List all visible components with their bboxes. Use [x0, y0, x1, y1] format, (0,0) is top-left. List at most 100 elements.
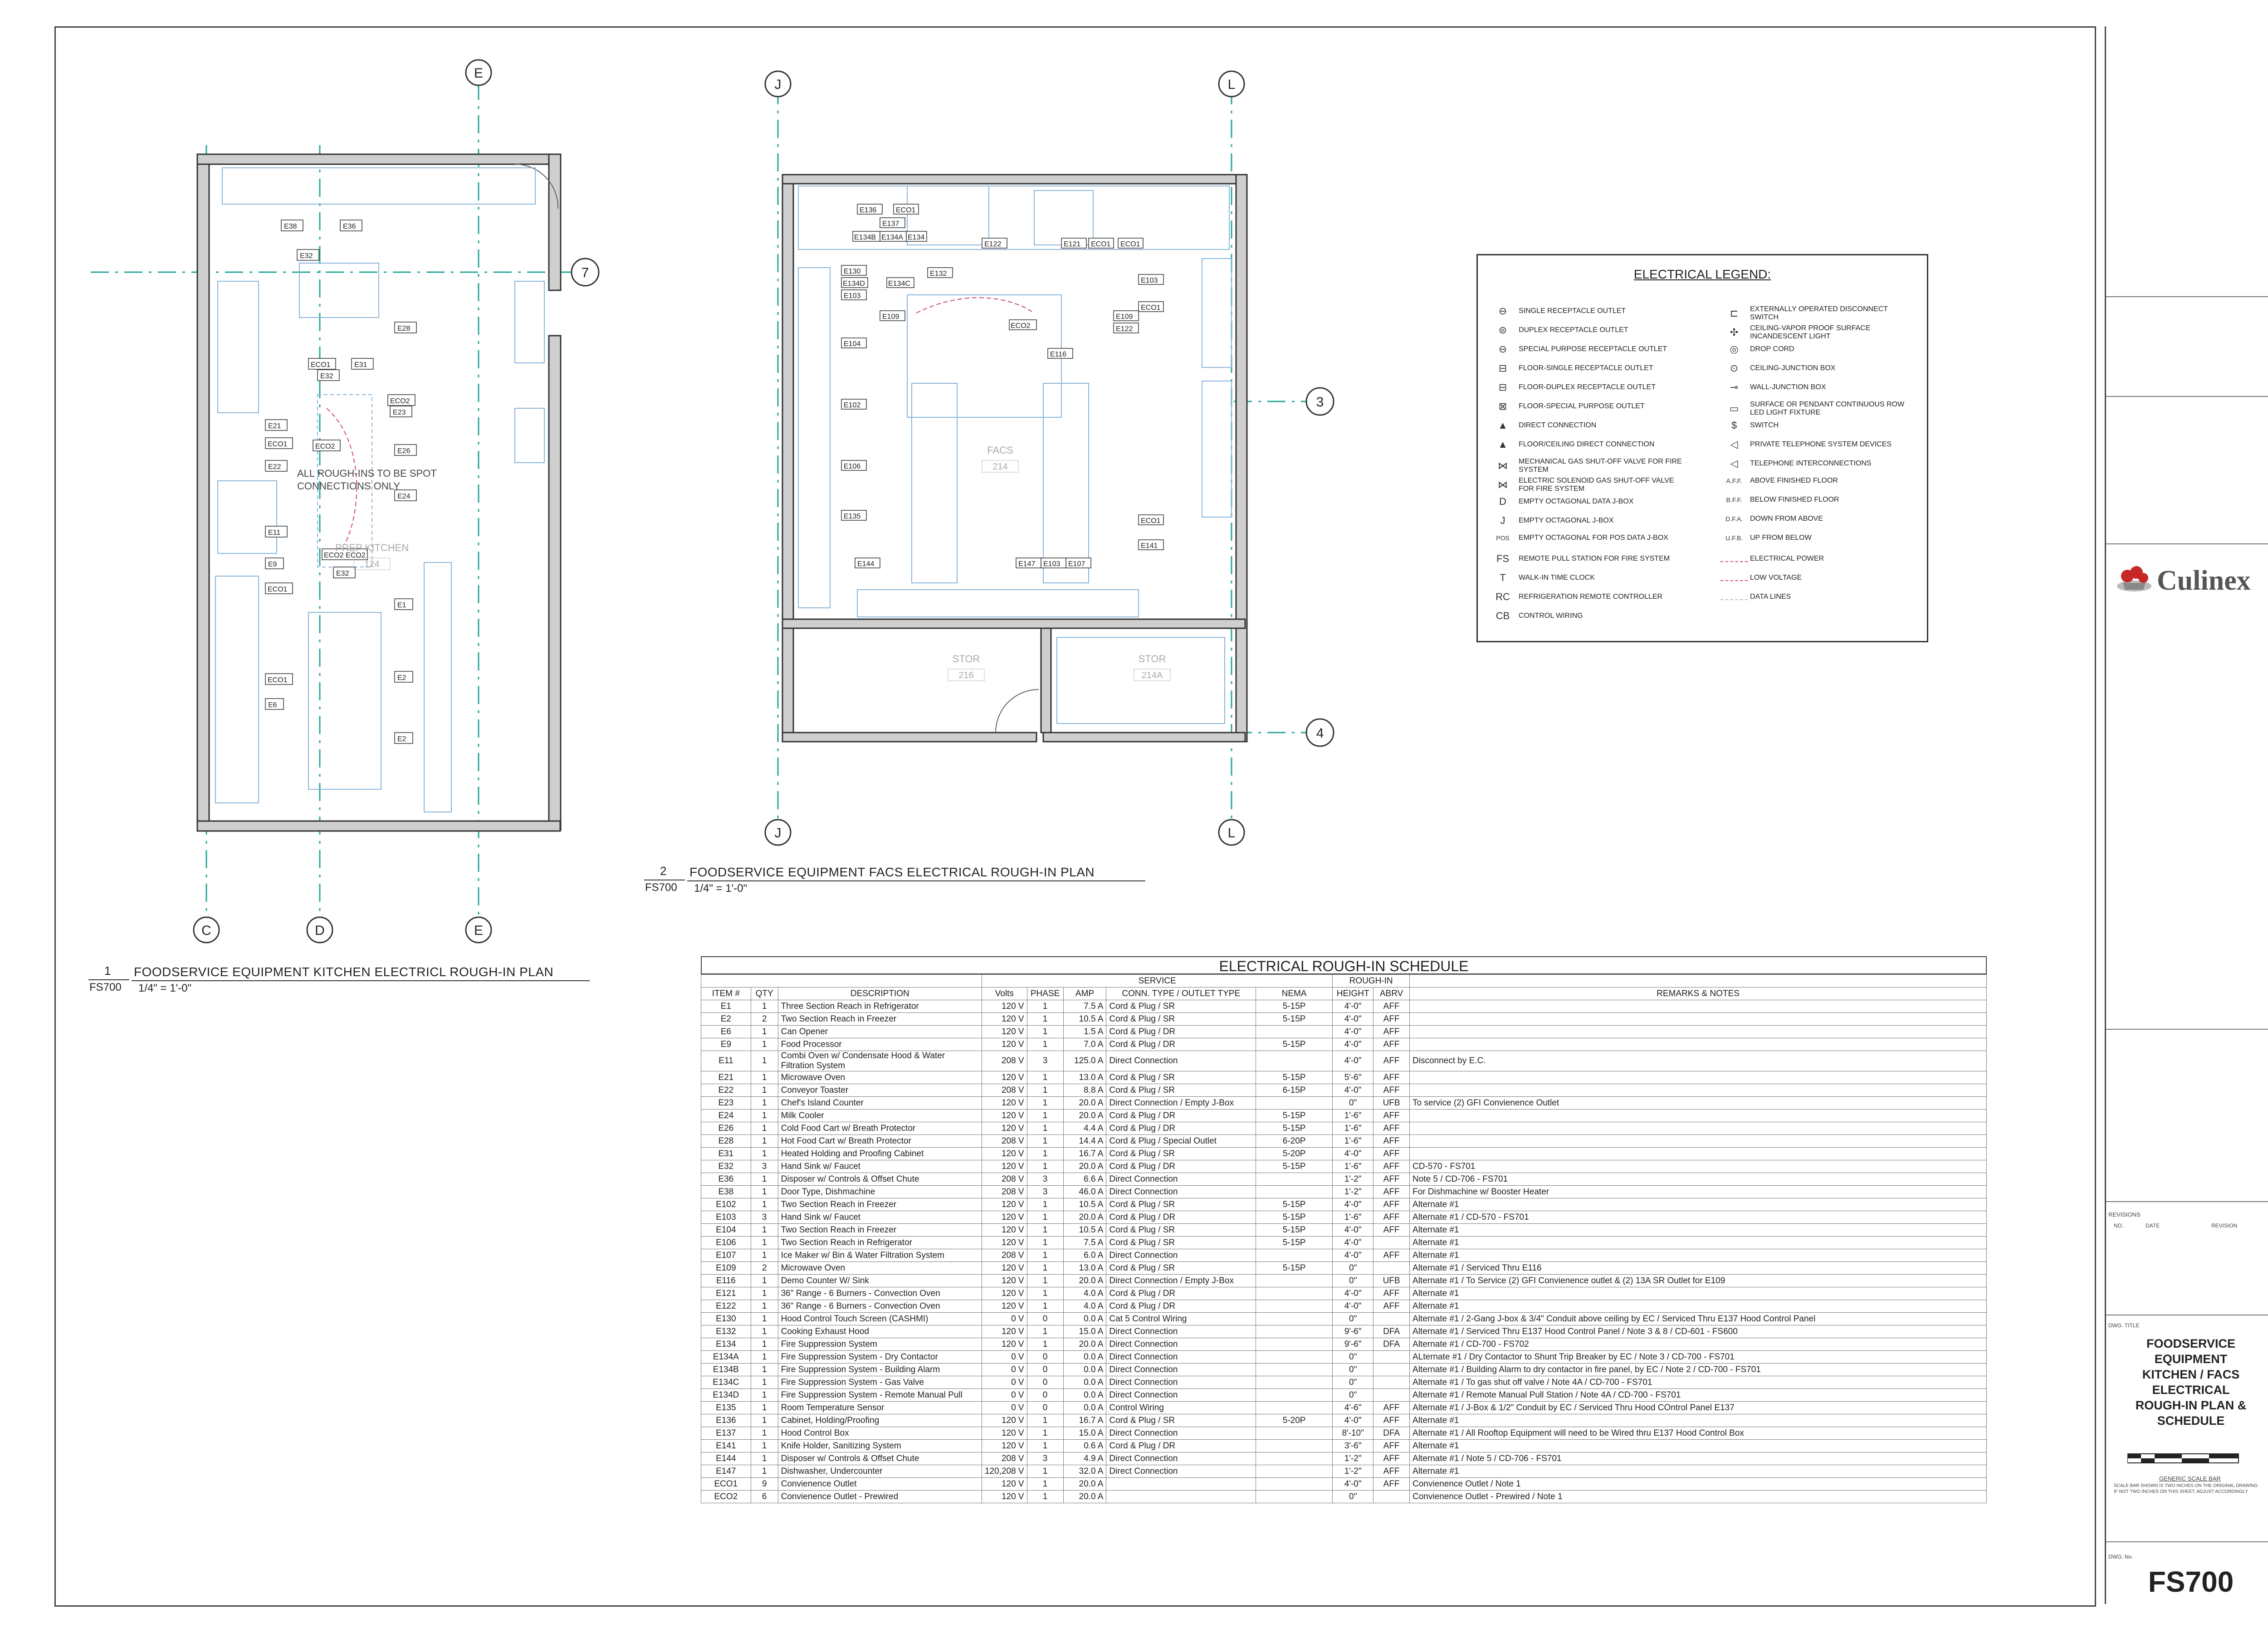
table-cell: Alternate #1: [1409, 1223, 1987, 1237]
legend-symbol-icon: ✣: [1730, 327, 1739, 338]
table-cell: ALternate #1 / Dry Contactor to Shunt Tr…: [1409, 1350, 1987, 1364]
table-cell: 1: [1026, 1477, 1064, 1491]
table-cell: Hand Sink w/ Faucet: [777, 1211, 982, 1224]
plan1-tag: E28: [397, 325, 411, 332]
table-cell: 1: [750, 1350, 778, 1364]
table-cell: Hood Control Box: [777, 1427, 982, 1440]
table-cell: Convienence Outlet: [777, 1477, 982, 1491]
table-cell: 0.6 A: [1063, 1439, 1107, 1452]
table-cell: Alternate #1: [1409, 1414, 1987, 1427]
table-cell: E135: [701, 1401, 751, 1414]
table-cell: Cord & Plug / SR: [1106, 1071, 1256, 1084]
table-cell: E132: [701, 1325, 751, 1338]
table-cell: Cord & Plug / DR: [1106, 1439, 1256, 1452]
table-cell: Convienence Outlet - Prewired / Note 1: [1409, 1490, 1987, 1503]
plan2-tag: E104: [844, 340, 860, 348]
table-cell: 4.0 A: [1063, 1287, 1107, 1300]
table-cell: 5-15P: [1256, 1198, 1333, 1211]
table-cell: [1409, 1134, 1987, 1148]
table-cell: [1106, 1490, 1256, 1503]
table-cell: AFF: [1373, 1084, 1410, 1097]
table-cell: Fire Suppression System - Dry Contactor: [777, 1350, 982, 1364]
table-cell: Cord & Plug / DR: [1106, 1211, 1256, 1224]
table-cell: E136: [701, 1414, 751, 1427]
table-cell: Cord & Plug / DR: [1106, 1109, 1256, 1122]
table-cell: 1: [750, 1096, 778, 1110]
table-cell: 1: [750, 1185, 778, 1198]
schedule-header: REMARKS & NOTES: [1409, 987, 1987, 1000]
table-cell: [1409, 1084, 1987, 1097]
table-cell: Disposer w/ Controls & Offset Chute: [777, 1452, 982, 1465]
plan2-tag: E144: [857, 560, 874, 568]
table-cell: CD-570 - FS701: [1409, 1160, 1987, 1173]
table-cell: Disconnect by E.C.: [1409, 1051, 1987, 1071]
table-cell: 1'-6": [1332, 1211, 1374, 1224]
table-cell: 120 V: [981, 1038, 1027, 1051]
table-cell: 0 V: [981, 1401, 1027, 1414]
table-cell: Cooking Exhaust Hood: [777, 1325, 982, 1338]
table-cell: [1256, 1389, 1333, 1402]
legend-label: ELECTRIC SOLENOID GAS SHUT-OFF VALVE FOR…: [1519, 477, 1674, 493]
table-cell: 1: [1026, 1249, 1064, 1262]
schedule-header: QTY: [750, 987, 778, 1000]
table-cell: 7.5 A: [1063, 1236, 1107, 1249]
table-cell: 4'-0": [1332, 1236, 1374, 1249]
table-cell: AFF: [1373, 1439, 1410, 1452]
table-cell: 1: [1026, 1338, 1064, 1351]
schedule-header: NEMA: [1256, 987, 1333, 1000]
table-cell: 1: [1026, 1160, 1064, 1173]
table-cell: 16.7 A: [1063, 1147, 1107, 1160]
table-cell: Cord & Plug / SR: [1106, 1236, 1256, 1249]
table-cell: 1: [750, 1300, 778, 1313]
table-cell: [1256, 1185, 1333, 1198]
table-cell: Cord & Plug / SR: [1106, 1261, 1256, 1275]
legend-label: CEILING-VAPOR PROOF SURFACE INCANDESCENT…: [1750, 324, 1871, 340]
legend-label: EMPTY OCTAGONAL FOR POS DATA J-BOX: [1519, 534, 1668, 542]
table-cell: E36: [701, 1173, 751, 1186]
legend-label: DATA LINES: [1750, 593, 1791, 601]
plan1-grid-bottom: D: [315, 923, 325, 938]
table-cell: [1373, 1376, 1410, 1389]
table-cell: [1256, 1401, 1333, 1414]
legend-item: ⊖SINGLE RECEPTACLE OUTLET: [1487, 305, 1686, 317]
table-cell: [1256, 1051, 1333, 1071]
table-cell: 2: [750, 1261, 778, 1275]
table-cell: 4'-0": [1332, 1414, 1374, 1427]
legend-label: WALK-IN TIME CLOCK: [1519, 574, 1595, 582]
table-cell: AFF: [1373, 1223, 1410, 1237]
table-cell: 120 V: [981, 1236, 1027, 1249]
table-cell: Fire Suppression System - Building Alarm: [777, 1363, 982, 1376]
table-cell: Two Section Reach in Refrigerator: [777, 1236, 982, 1249]
table-cell: 120 V: [981, 1414, 1027, 1427]
legend-symbol-icon: ⊟: [1498, 381, 1507, 393]
table-cell: E6: [701, 1025, 751, 1038]
table-cell: [1373, 1363, 1410, 1376]
table-cell: [1409, 1012, 1987, 1026]
legend-item: U.F.B.UP FROM BELOW: [1718, 534, 1918, 542]
plan2-stor2-name: STOR: [1139, 653, 1166, 665]
table-cell: 15.0 A: [1063, 1427, 1107, 1440]
table-cell: Cord & Plug / DR: [1106, 1300, 1256, 1313]
table-cell: 7.5 A: [1063, 1000, 1107, 1013]
plan2-tag: E109: [1116, 313, 1133, 321]
table-cell: [1409, 1000, 1987, 1013]
table-cell: 0: [1026, 1376, 1064, 1389]
table-cell: Alternate #1 / CD-700 - FS702: [1409, 1338, 1987, 1351]
table-cell: 1'-2": [1332, 1465, 1374, 1478]
plan2-tag: E134B: [854, 234, 876, 241]
legend-label: BELOW FINISHED FLOOR: [1750, 496, 1839, 504]
plan2-grid-bottom: L: [1228, 826, 1236, 841]
plan1-scale: 1/4" = 1'-0": [138, 982, 192, 994]
table-cell: Alternate #1 / All Rooftop Equipment wil…: [1409, 1427, 1987, 1440]
legend-label: CEILING-JUNCTION BOX: [1750, 364, 1836, 372]
table-cell: 5-20P: [1256, 1414, 1333, 1427]
table-cell: Direct Connection: [1106, 1465, 1256, 1478]
plan2-stor2-number: 214A: [1142, 670, 1163, 680]
table-cell: 120 V: [981, 1274, 1027, 1287]
table-cell: 208 V: [981, 1249, 1027, 1262]
table-cell: 5-20P: [1256, 1147, 1333, 1160]
legend-item: ⊖SPECIAL PURPOSE RECEPTACLE OUTLET: [1487, 343, 1686, 355]
